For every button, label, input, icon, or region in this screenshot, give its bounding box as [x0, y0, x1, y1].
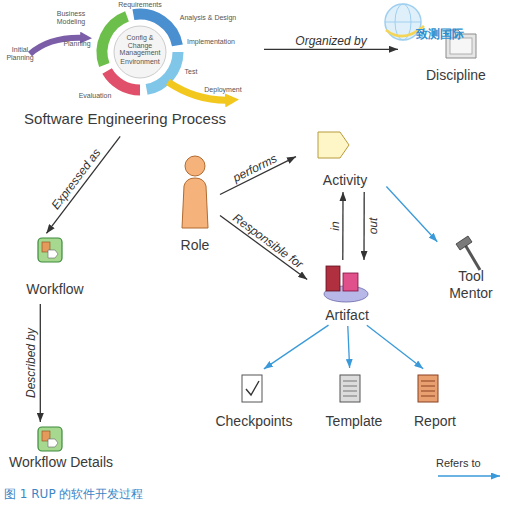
node-box: Workflow Details	[0, 425, 122, 473]
reference-arrow	[348, 326, 350, 368]
node-label: Workflow	[20, 281, 90, 298]
art-shape	[343, 391, 357, 392]
node-label: Software Engineering Process	[0, 110, 250, 128]
reference-arrow	[264, 325, 329, 369]
activity-icon	[318, 132, 349, 158]
art-shape	[242, 375, 262, 402]
phase-label: Environment	[116, 58, 164, 66]
node-box: Tool Mentor	[440, 232, 502, 307]
edge-label: in	[328, 221, 342, 230]
report-icon	[418, 375, 438, 402]
node-label: Template	[318, 413, 390, 430]
node-box: Workflow	[20, 235, 90, 300]
node-box: Discipline	[400, 15, 500, 85]
phase-label: Evaluation	[74, 92, 116, 100]
node-label: Activity	[305, 172, 385, 189]
art-shape	[48, 250, 58, 258]
process-cycle	[30, 14, 232, 100]
art-shape	[246, 381, 259, 395]
art-shape	[326, 266, 340, 291]
legend-text: Refers to	[436, 457, 506, 469]
artifact-icon	[324, 266, 368, 302]
art-shape	[343, 273, 358, 291]
art-shape	[340, 375, 360, 402]
reference-arrow	[367, 325, 423, 369]
node-box: Artifact	[312, 262, 382, 324]
phase-label: Test	[180, 68, 202, 76]
art-shape	[456, 236, 472, 250]
phase-label: Implementation	[180, 38, 242, 46]
art-shape	[421, 381, 435, 382]
art-shape	[38, 238, 62, 262]
relation-arrow	[264, 49, 398, 50]
relation-arrow	[342, 192, 344, 260]
phase-label: Business Modeling	[50, 10, 92, 25]
art-shape	[385, 22, 421, 23]
art-shape	[343, 386, 357, 387]
reference-arrow	[386, 187, 437, 242]
art-shape	[421, 391, 435, 392]
node-label: Discipline	[426, 67, 500, 84]
legend-sample-arrow	[438, 476, 500, 477]
art-shape	[418, 375, 438, 402]
workflow-icon	[38, 238, 62, 262]
art-shape	[185, 156, 205, 176]
workflow-details-icon	[38, 427, 62, 451]
art-shape	[48, 439, 58, 447]
node-label: Workflow Details	[0, 454, 122, 471]
art-shape	[421, 396, 435, 397]
node-box: Report	[405, 370, 465, 432]
edge-label: Organized by	[295, 34, 366, 48]
art-shape	[385, 4, 421, 40]
node-box: Checkpoints	[208, 370, 300, 432]
edge-label: out	[366, 218, 380, 235]
edge-label: Described by	[24, 328, 38, 398]
art-shape	[182, 178, 208, 228]
art-shape	[38, 427, 62, 451]
art-shape	[421, 386, 435, 387]
edge-label: Responsible for	[231, 211, 306, 272]
art-shape	[464, 243, 480, 270]
relation-arrow	[363, 192, 365, 260]
phase-label: Analysis & Design	[172, 14, 244, 22]
phase-label: Initial Planning	[0, 46, 40, 61]
template-icon	[340, 375, 360, 402]
phase-label: Deployment	[198, 86, 248, 94]
node-box: Template	[318, 370, 390, 432]
phase-label: Config & Change Management	[114, 34, 166, 57]
art-shape	[343, 396, 357, 397]
relation-arrow	[40, 304, 41, 422]
node-label: Artifact	[312, 307, 382, 324]
art-shape	[343, 381, 357, 382]
node-label: Report	[405, 413, 465, 430]
phase-label: Planning	[60, 40, 94, 48]
relation-arrow	[220, 215, 307, 279]
art-shape	[318, 132, 349, 158]
hammer-icon	[456, 236, 480, 270]
watermark-text: 致测国际	[410, 28, 470, 41]
node-box: Role	[170, 145, 220, 255]
node-label: Role	[170, 237, 220, 254]
checkpoints-icon	[242, 375, 262, 402]
edge-label: performs	[230, 152, 279, 186]
art-shape	[114, 26, 166, 78]
art-shape	[438, 475, 500, 476]
edge-label: Expressed as	[49, 146, 104, 212]
node-box: Activity	[305, 128, 385, 190]
relation-arrow	[46, 136, 120, 233]
phase-label: Requirements	[112, 1, 168, 9]
node-label: Tool Mentor	[440, 268, 502, 302]
figure-caption: 图 1 RUP 的软件开发过程	[4, 488, 304, 501]
node-label: Checkpoints	[208, 413, 300, 430]
role-icon	[182, 156, 208, 228]
